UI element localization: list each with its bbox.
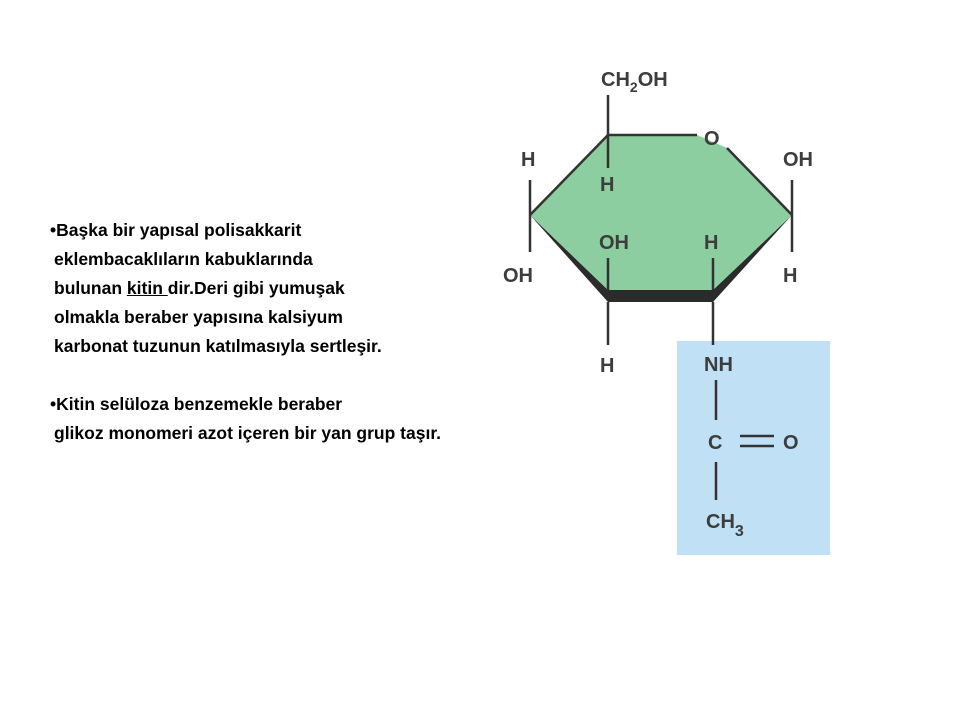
- paragraph-chitin-description: •Başka bir yapısal polisakkarit eklembac…: [50, 216, 382, 361]
- text-line: eklembacaklıların kabuklarında: [54, 249, 313, 269]
- oh-label: OH: [503, 265, 533, 287]
- oh-label: OH: [783, 149, 813, 171]
- text-line-content: Başka bir yapısal polisakkarit: [56, 220, 302, 240]
- text-line: bulunan kitin dir.Deri gibi yumuşak: [50, 274, 382, 303]
- ring-oxygen-label: O: [704, 128, 720, 150]
- text-line-content: Kitin selüloza benzemekle beraber: [56, 394, 343, 414]
- carbonyl-oxygen-label: O: [783, 432, 799, 454]
- text-line: •Başka bir yapısal polisakkarit: [50, 216, 382, 245]
- h-label: H: [783, 265, 797, 287]
- underlined-term: kitin: [126, 278, 168, 298]
- bullet: •: [50, 394, 57, 414]
- carbon-label: C: [708, 432, 722, 454]
- bullet: •: [50, 220, 57, 240]
- acetyl-group-highlight: [677, 341, 830, 555]
- text-segment: dir.Deri gibi yumuşak: [167, 278, 345, 298]
- text-line: glikoz monomeri azot içeren bir yan grup…: [54, 423, 442, 443]
- paragraph-chitin-comparison: •Kitin selüloza benzemekle beraber gliko…: [50, 390, 441, 448]
- text-segment: bulunan: [54, 278, 127, 298]
- text-line: olmakla beraber yapısına kalsiyum: [54, 307, 343, 327]
- h-label: H: [600, 174, 614, 196]
- text-line: •Kitin selüloza benzemekle beraber: [50, 390, 441, 419]
- h-label: H: [521, 149, 535, 171]
- text-line: karbonat tuzunun katılmasıyla sertleşir.: [54, 336, 382, 356]
- h-label: H: [704, 232, 718, 254]
- ch3-label: CH3: [706, 511, 744, 540]
- h-label: H: [600, 355, 614, 377]
- nh-label: NH: [704, 354, 733, 376]
- ch2oh-label: CH2OH: [601, 69, 668, 95]
- ring-edge-shadow: [530, 215, 792, 302]
- oh-label: OH: [599, 232, 629, 254]
- pyranose-ring: [530, 135, 792, 290]
